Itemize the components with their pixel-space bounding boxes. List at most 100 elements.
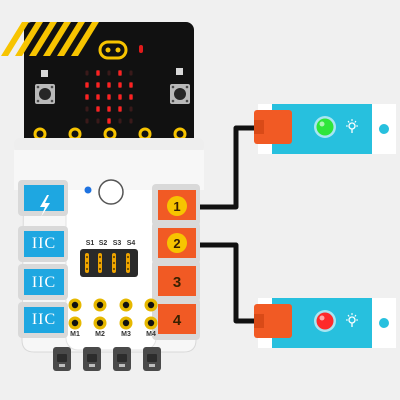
motor-pad-hole-m3-1 — [122, 319, 130, 327]
led-off — [118, 118, 122, 124]
edge-pin-hole-1 — [71, 130, 79, 138]
wire-port-2 — [196, 242, 258, 324]
switch-label-s4: S4 — [126, 240, 136, 247]
microphone-icon — [139, 45, 143, 53]
jumper-pin — [126, 267, 130, 271]
jumper-pin — [112, 255, 116, 259]
button-screw — [185, 85, 189, 89]
light-icon — [346, 313, 358, 327]
hazard-stripe — [43, 22, 71, 56]
iic-label-2: IIC — [31, 274, 57, 291]
button-cap — [39, 88, 51, 100]
edge-pin-hole-0 — [36, 130, 44, 138]
hazard-stripe — [1, 22, 29, 56]
button-screw — [171, 85, 175, 89]
button-screw — [50, 85, 54, 89]
button-screw — [36, 99, 40, 103]
switch-label-s2: S2 — [98, 240, 108, 247]
reset-button — [98, 179, 124, 205]
left-port-iic-3 — [24, 307, 64, 333]
module-connector — [254, 110, 292, 144]
motor-connector-pin — [89, 364, 95, 367]
button-cap — [174, 88, 186, 100]
motor-pad-hole-m1-1 — [71, 319, 79, 327]
led-off — [85, 70, 89, 76]
microbit-logo — [98, 40, 128, 60]
right-port-port-3 — [158, 266, 196, 296]
jumper-pin — [85, 255, 89, 259]
switch-header — [80, 249, 138, 277]
iic-label-1: IIC — [31, 235, 57, 252]
led-matrix — [85, 70, 133, 124]
left-port-iic-1 — [24, 231, 64, 257]
left-port-power — [24, 185, 64, 211]
microbit-button-b — [170, 84, 190, 104]
jumper-pin — [112, 267, 116, 271]
edge-pin-hole-2 — [106, 130, 114, 138]
iic-label-3: IIC — [31, 311, 57, 328]
motor-connector-socket — [57, 354, 67, 362]
switch-label-s1: S1 — [85, 240, 95, 247]
port-label-4: 4 — [172, 311, 182, 329]
led-on — [107, 94, 111, 100]
microbit-button-a — [35, 84, 55, 104]
led-module-green — [254, 104, 396, 154]
edge-pin-hole-3 — [141, 130, 149, 138]
jumper-pin — [112, 261, 116, 265]
right-port-port-4 — [158, 304, 196, 334]
led-on — [96, 82, 100, 88]
motor-label-m2: M2 — [95, 331, 105, 338]
jumper-pin — [85, 267, 89, 271]
led-modules — [254, 104, 396, 348]
motor-connector-socket — [117, 354, 127, 362]
button-a-marking — [41, 70, 48, 77]
jumper-pin — [126, 255, 130, 259]
hazard-stripe — [57, 22, 85, 56]
jumper-pin — [98, 261, 102, 265]
motor-pad-hole-m3-0 — [122, 301, 130, 309]
light-ray — [347, 120, 350, 123]
module-connector-lip — [254, 120, 264, 134]
wire-port-1 — [196, 125, 258, 210]
led-highlight — [319, 315, 325, 321]
lightning-icon — [40, 195, 50, 217]
mount-hole-right — [379, 124, 389, 134]
power-indicator-led — [84, 186, 92, 194]
left-port-iic-2 — [24, 269, 64, 295]
microbit — [1, 22, 194, 150]
microbit-slot — [14, 138, 204, 152]
led-off — [129, 118, 133, 124]
led-on — [107, 106, 111, 112]
led-on — [96, 70, 100, 76]
port-label-3: 3 — [172, 273, 182, 291]
led-on — [118, 106, 122, 112]
hazard-stripe — [15, 22, 43, 56]
led-off — [129, 70, 133, 76]
led-on — [85, 94, 89, 100]
motor-connector-pin — [119, 364, 125, 367]
logo-dot — [105, 47, 111, 53]
motor-pad-hole-m4-0 — [147, 301, 155, 309]
hazard-stripe — [29, 22, 57, 56]
module-connector-lip — [254, 314, 264, 328]
hazard-stripe — [71, 22, 99, 56]
led-on — [107, 118, 111, 124]
motor-pad-hole-m4-1 — [147, 319, 155, 327]
mount-hole-right — [379, 318, 389, 328]
led-highlight — [319, 121, 325, 127]
jumper-pin — [98, 255, 102, 259]
jumper-pin — [85, 261, 89, 265]
led-off — [85, 106, 89, 112]
button-screw — [36, 85, 40, 89]
motor-pad-hole-m2-1 — [96, 319, 104, 327]
light-ray — [347, 314, 350, 317]
module-connector — [254, 304, 292, 338]
motor-connector-pin — [149, 364, 155, 367]
led-module-red — [254, 298, 396, 348]
led-on — [129, 82, 133, 88]
button-b-marking — [176, 68, 183, 75]
motor-connector-socket — [147, 354, 157, 362]
motor-pad-hole-m1-0 — [71, 301, 79, 309]
button-screw — [171, 99, 175, 103]
led-off — [96, 118, 100, 124]
